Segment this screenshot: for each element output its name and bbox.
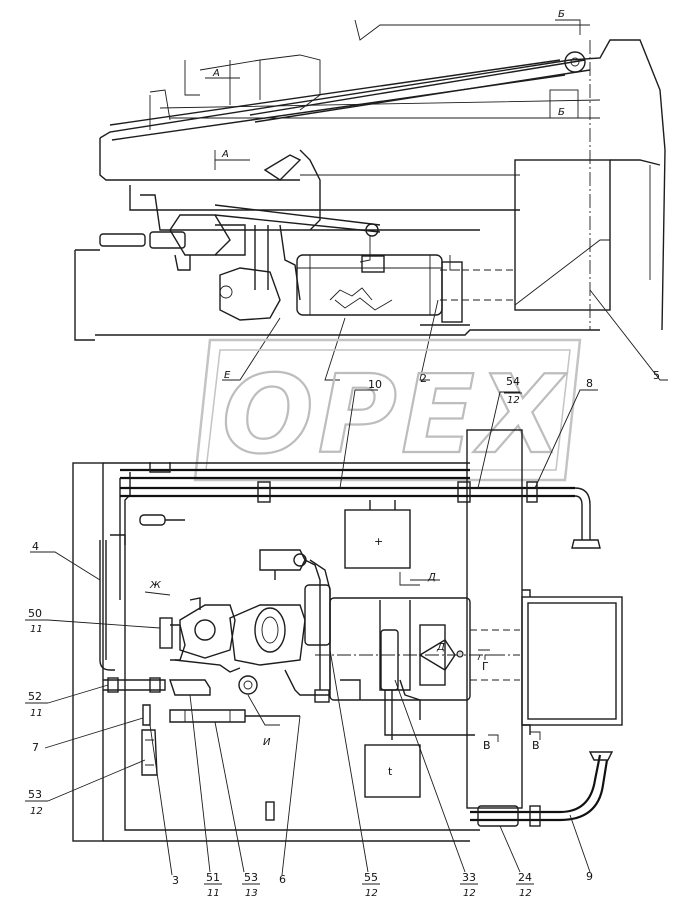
section-mark-zh: Ж [149, 580, 162, 591]
label-b24-sub: 12 [519, 888, 532, 899]
upper-view: А Б Б А [74, 9, 668, 385]
lower-view: + Д t Д Г [25, 375, 623, 899]
label-b33: 33 [462, 871, 476, 884]
label-2: 2 [420, 372, 427, 385]
label-10: 10 [368, 378, 382, 391]
label-b55: 55 [364, 871, 378, 884]
watermark-logo: OPEX [193, 338, 582, 482]
section-mark-d: Д [427, 572, 436, 583]
label-b51: 51 [206, 871, 220, 884]
label-b33-sub: 12 [463, 888, 476, 899]
label-52-sub: 11 [30, 708, 43, 719]
label-53a: 53 [28, 788, 42, 801]
label-53a-sub: 12 [30, 806, 43, 817]
watermark-text: OPEX [222, 353, 567, 478]
section-mark-a-top: А [212, 68, 220, 79]
label-50: 50 [28, 607, 42, 620]
section-mark-d2: Д [436, 642, 445, 653]
label-b53-sub: 13 [245, 888, 258, 899]
section-mark-a-mid: А [221, 149, 229, 160]
section-mark-i: И [263, 737, 271, 748]
label-b6: 6 [279, 873, 286, 886]
section-mark-v-left: В [483, 739, 491, 752]
label-52: 52 [28, 690, 42, 703]
label-7: 7 [32, 741, 39, 754]
section-mark-b-right: Б [558, 107, 565, 118]
label-54: 54 [506, 375, 520, 388]
label-b53: 53 [244, 871, 258, 884]
label-4: 4 [32, 540, 39, 553]
section-mark-b-top: Б [558, 9, 565, 20]
label-8: 8 [586, 377, 593, 390]
label-b24: 24 [518, 871, 532, 884]
box-t-mark: t [388, 765, 393, 778]
label-54-sub: 12 [507, 395, 520, 406]
label-50-sub: 11 [30, 624, 43, 635]
section-mark-v-right: В [532, 739, 540, 752]
label-b9: 9 [586, 870, 593, 883]
section-mark-g: Г [482, 660, 489, 673]
box-plus-mark: + [374, 535, 383, 548]
label-b51-sub: 11 [207, 888, 220, 899]
label-5: 5 [653, 369, 660, 382]
label-b3: 3 [172, 874, 179, 887]
section-mark-e: Е [224, 370, 231, 381]
label-b55-sub: 12 [365, 888, 378, 899]
